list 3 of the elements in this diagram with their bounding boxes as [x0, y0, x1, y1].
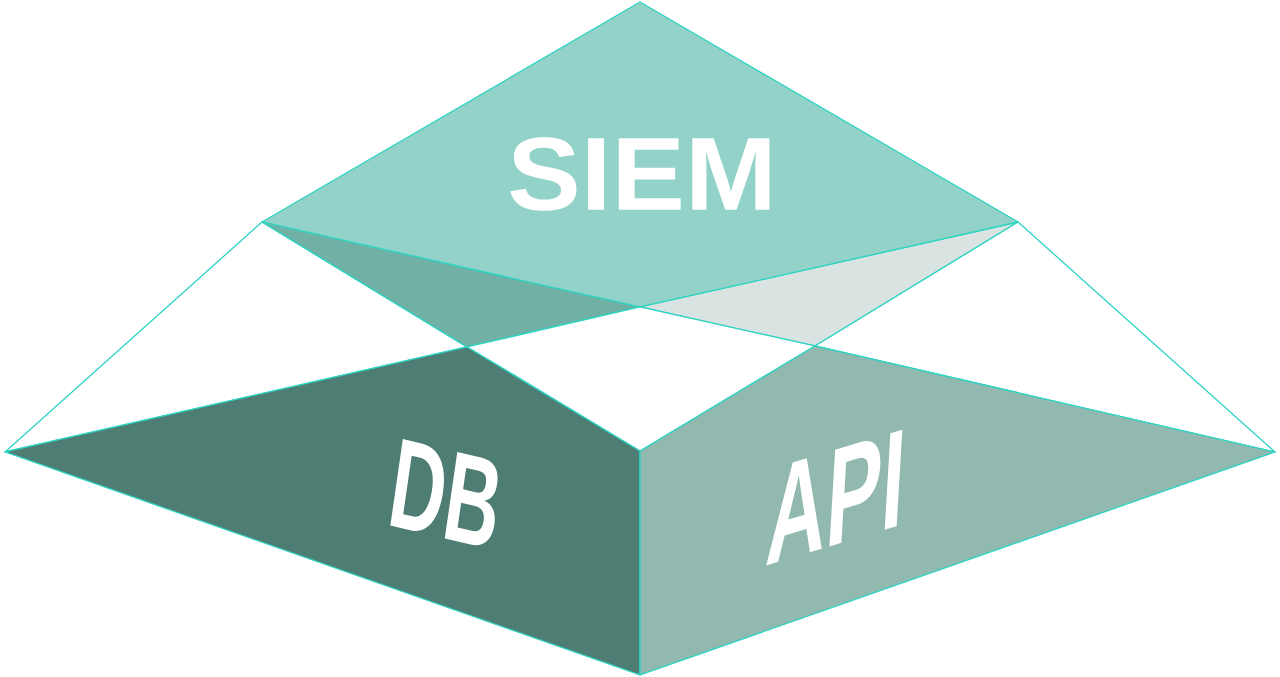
top-face: SIEM — [261, 1, 1019, 308]
left-face: DB — [4, 346, 641, 676]
right-face: API — [639, 345, 1276, 676]
